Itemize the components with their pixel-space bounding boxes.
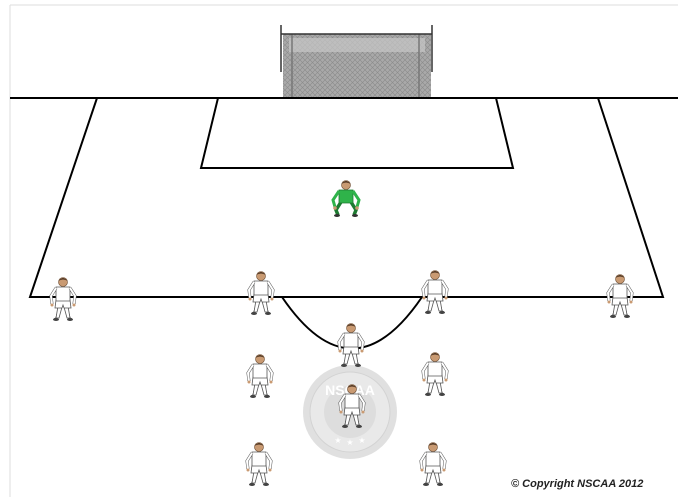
player-right-mid bbox=[421, 351, 449, 398]
player-left-wing bbox=[49, 276, 77, 323]
svg-text:★: ★ bbox=[346, 438, 353, 447]
player-left-mid bbox=[246, 353, 274, 400]
player-right-inside bbox=[421, 269, 449, 316]
svg-text:★: ★ bbox=[334, 436, 341, 445]
penalty-area bbox=[28, 97, 665, 298]
copyright-notice: © Copyright NSCAA 2012 bbox=[511, 478, 644, 490]
player-left-inside bbox=[247, 270, 275, 317]
player-arc-center bbox=[337, 322, 365, 369]
player-left-back bbox=[245, 441, 273, 488]
goal-area bbox=[199, 97, 515, 169]
goal bbox=[280, 25, 433, 97]
svg-text:★: ★ bbox=[358, 436, 365, 445]
player-right-back bbox=[419, 441, 447, 488]
goalkeeper bbox=[331, 178, 361, 219]
